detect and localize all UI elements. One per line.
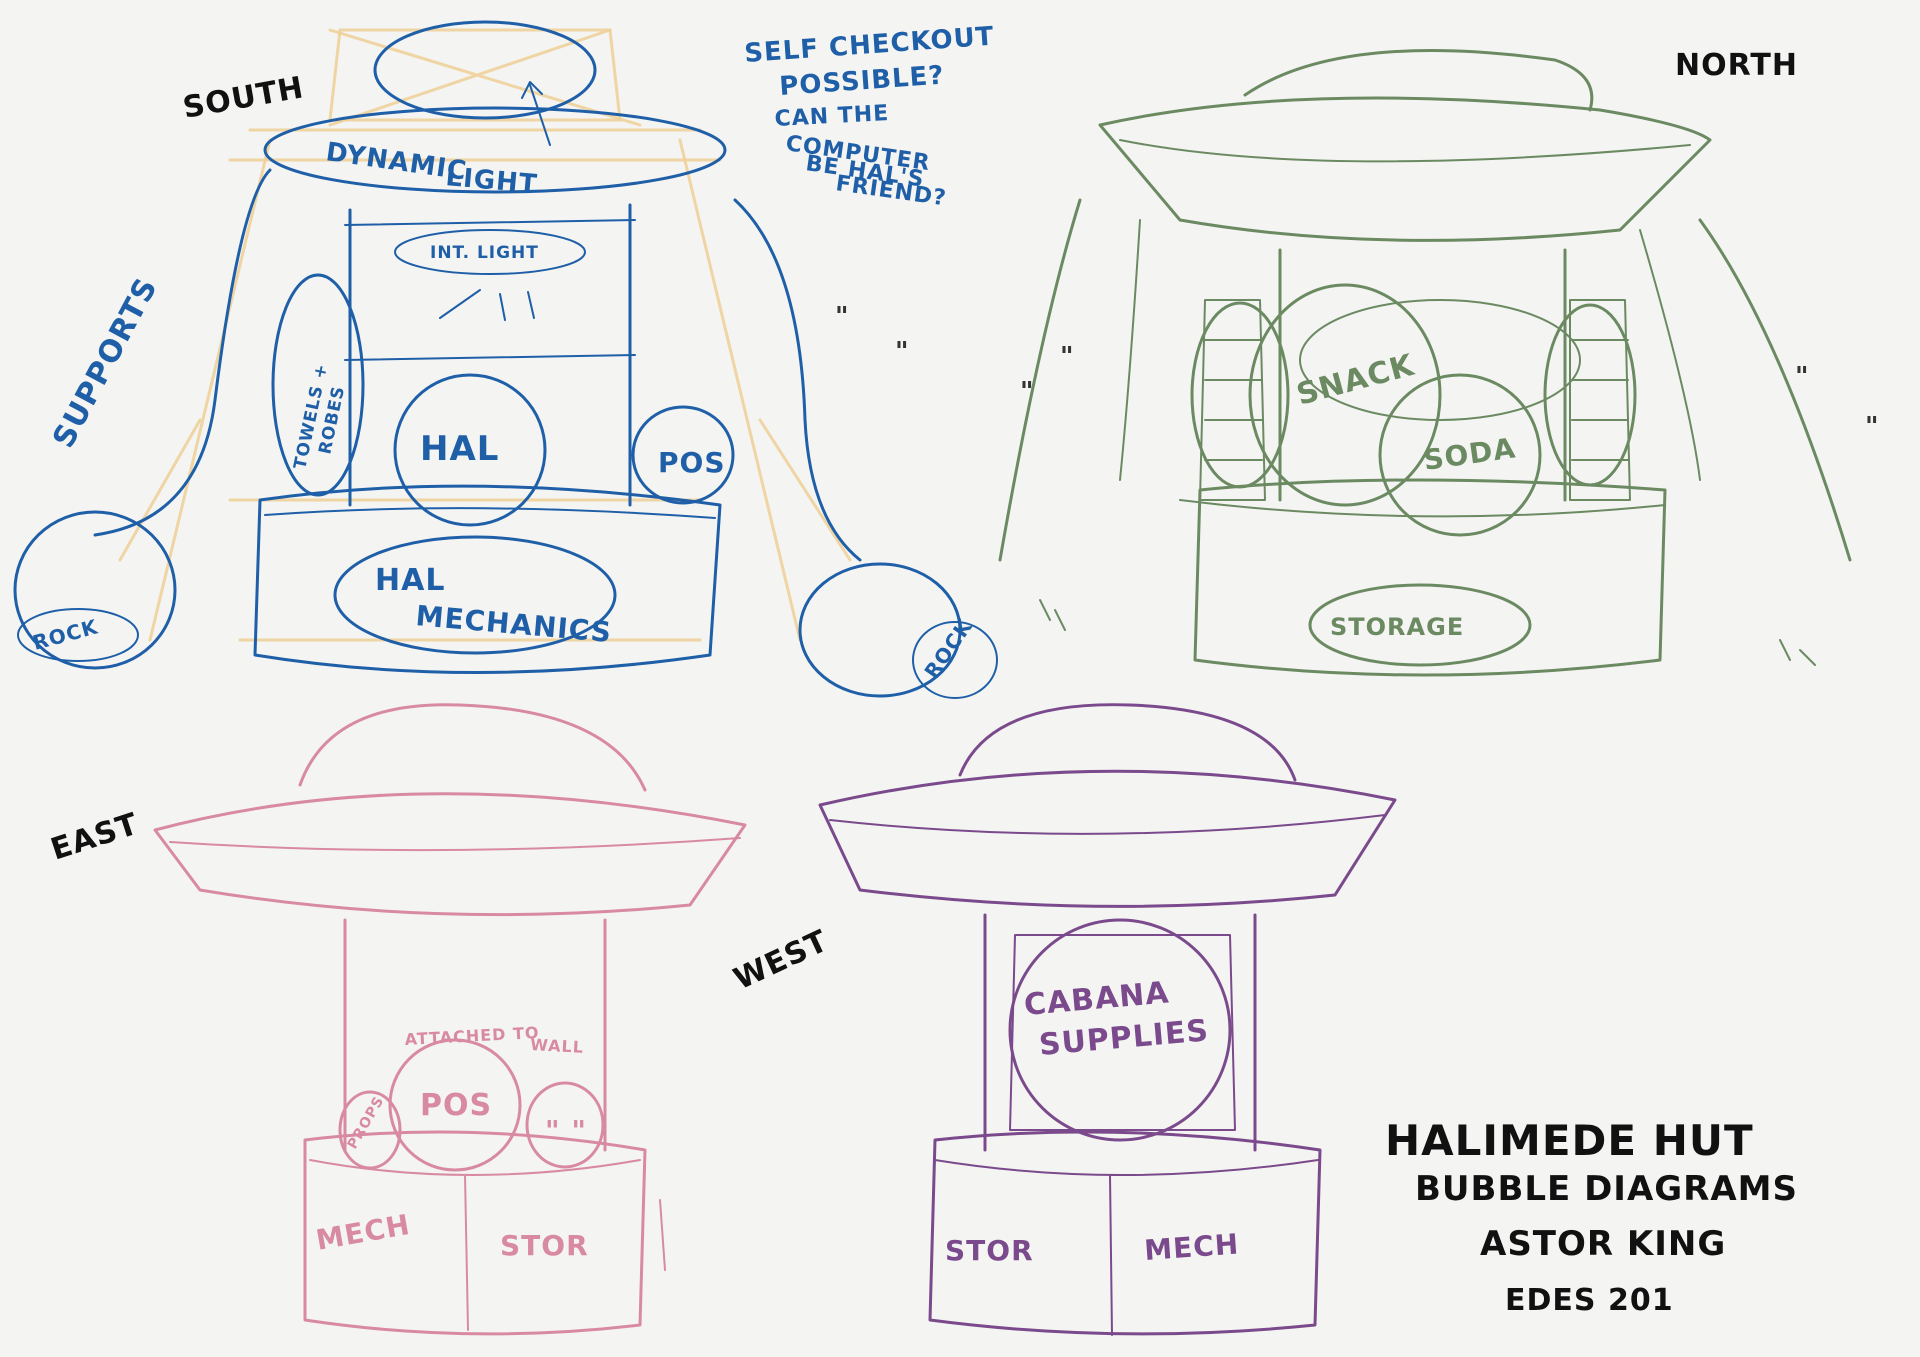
east-view-label: East [47,807,143,868]
south-hal-mechanics-line1: Hal [375,563,445,598]
south-rock-left-bubble [13,510,177,670]
south-dynamic-light-line2: Light [444,162,538,200]
author: Astor King [1480,1224,1726,1264]
ditto-mark: " [895,337,910,367]
east-mech-label: Mech [313,1208,412,1257]
east-view: East Attached to wall Pos Props " " Mech… [47,703,747,1336]
east-pos-bubble [388,1038,522,1172]
title: Halimede Hut [1385,1116,1754,1165]
title-block: Halimede Hut Bubble Diagrams Astor King … [1385,1116,1798,1318]
course: EDES 201 [1505,1283,1674,1318]
north-storage-label: Storage [1330,613,1464,641]
north-soda-label: Soda [1421,431,1518,477]
south-pos-bubble [631,405,735,505]
east-note-line1: Attached to [404,1023,540,1049]
north-soda-bubble [1378,373,1542,537]
south-towels-bubble [271,273,365,497]
east-ditto-label: " " [545,1114,587,1147]
north-storage-bubble [1308,583,1532,667]
south-pos-label: Pos [658,446,726,479]
north-snack-bubble [1248,283,1442,507]
west-view: West Cabana Supplies Stor Mech [729,703,1397,1336]
south-hal-mechanics-line2: Mechanics [414,599,613,649]
south-hal-bubble [393,373,547,527]
south-view-label: South [180,70,306,126]
ditto-mark: " [1060,342,1075,372]
ditto-mark: " [1020,377,1035,407]
south-supports-label: Supports [46,272,165,454]
west-cabana-line1: Cabana [1023,975,1171,1023]
subtitle: Bubble Diagrams [1415,1169,1798,1209]
east-stor-label: Stor [500,1229,589,1262]
south-hal-mechanics-bubble [333,535,617,655]
south-note: Self Checkout Possible? Can the Computer… [743,22,995,212]
west-mech-label: Mech [1143,1227,1240,1267]
west-cabana-bubble [1008,918,1232,1142]
south-int-light-bubble [394,229,586,275]
ditto-mark: " [1795,362,1810,392]
west-cabana-line2: Supplies [1038,1013,1211,1063]
south-note-line3: Can the [774,101,890,132]
south-rock-left-label: Rock [30,614,101,655]
south-underlay-sketch [118,28,852,642]
south-view: South Dynamic Light Int. Light Towels + … [13,20,998,699]
south-note-line1: Self Checkout [743,22,995,69]
ditto-mark: " [835,302,850,332]
south-dynamic-light-bubble [263,106,727,194]
south-rock-right-label: Rock [919,614,977,683]
south-int-light-label: Int. Light [430,243,539,263]
ditto-mark: " [1865,412,1880,442]
east-ditto-bubble [525,1081,605,1169]
east-pos-label: Pos [420,1088,492,1123]
west-stor-label: Stor [945,1234,1034,1267]
north-view-label: North [1675,48,1798,83]
west-view-label: West [729,923,834,997]
south-top-bubble [373,20,597,120]
east-props-bubble [338,1090,402,1170]
south-rock-right-bubble [798,562,962,698]
south-hal-label: Hal [420,429,499,469]
south-note-line2: Possible? [778,61,945,102]
north-view: North Snack Soda Storage " " " " [998,48,1880,677]
east-note-line2: wall [530,1035,585,1057]
